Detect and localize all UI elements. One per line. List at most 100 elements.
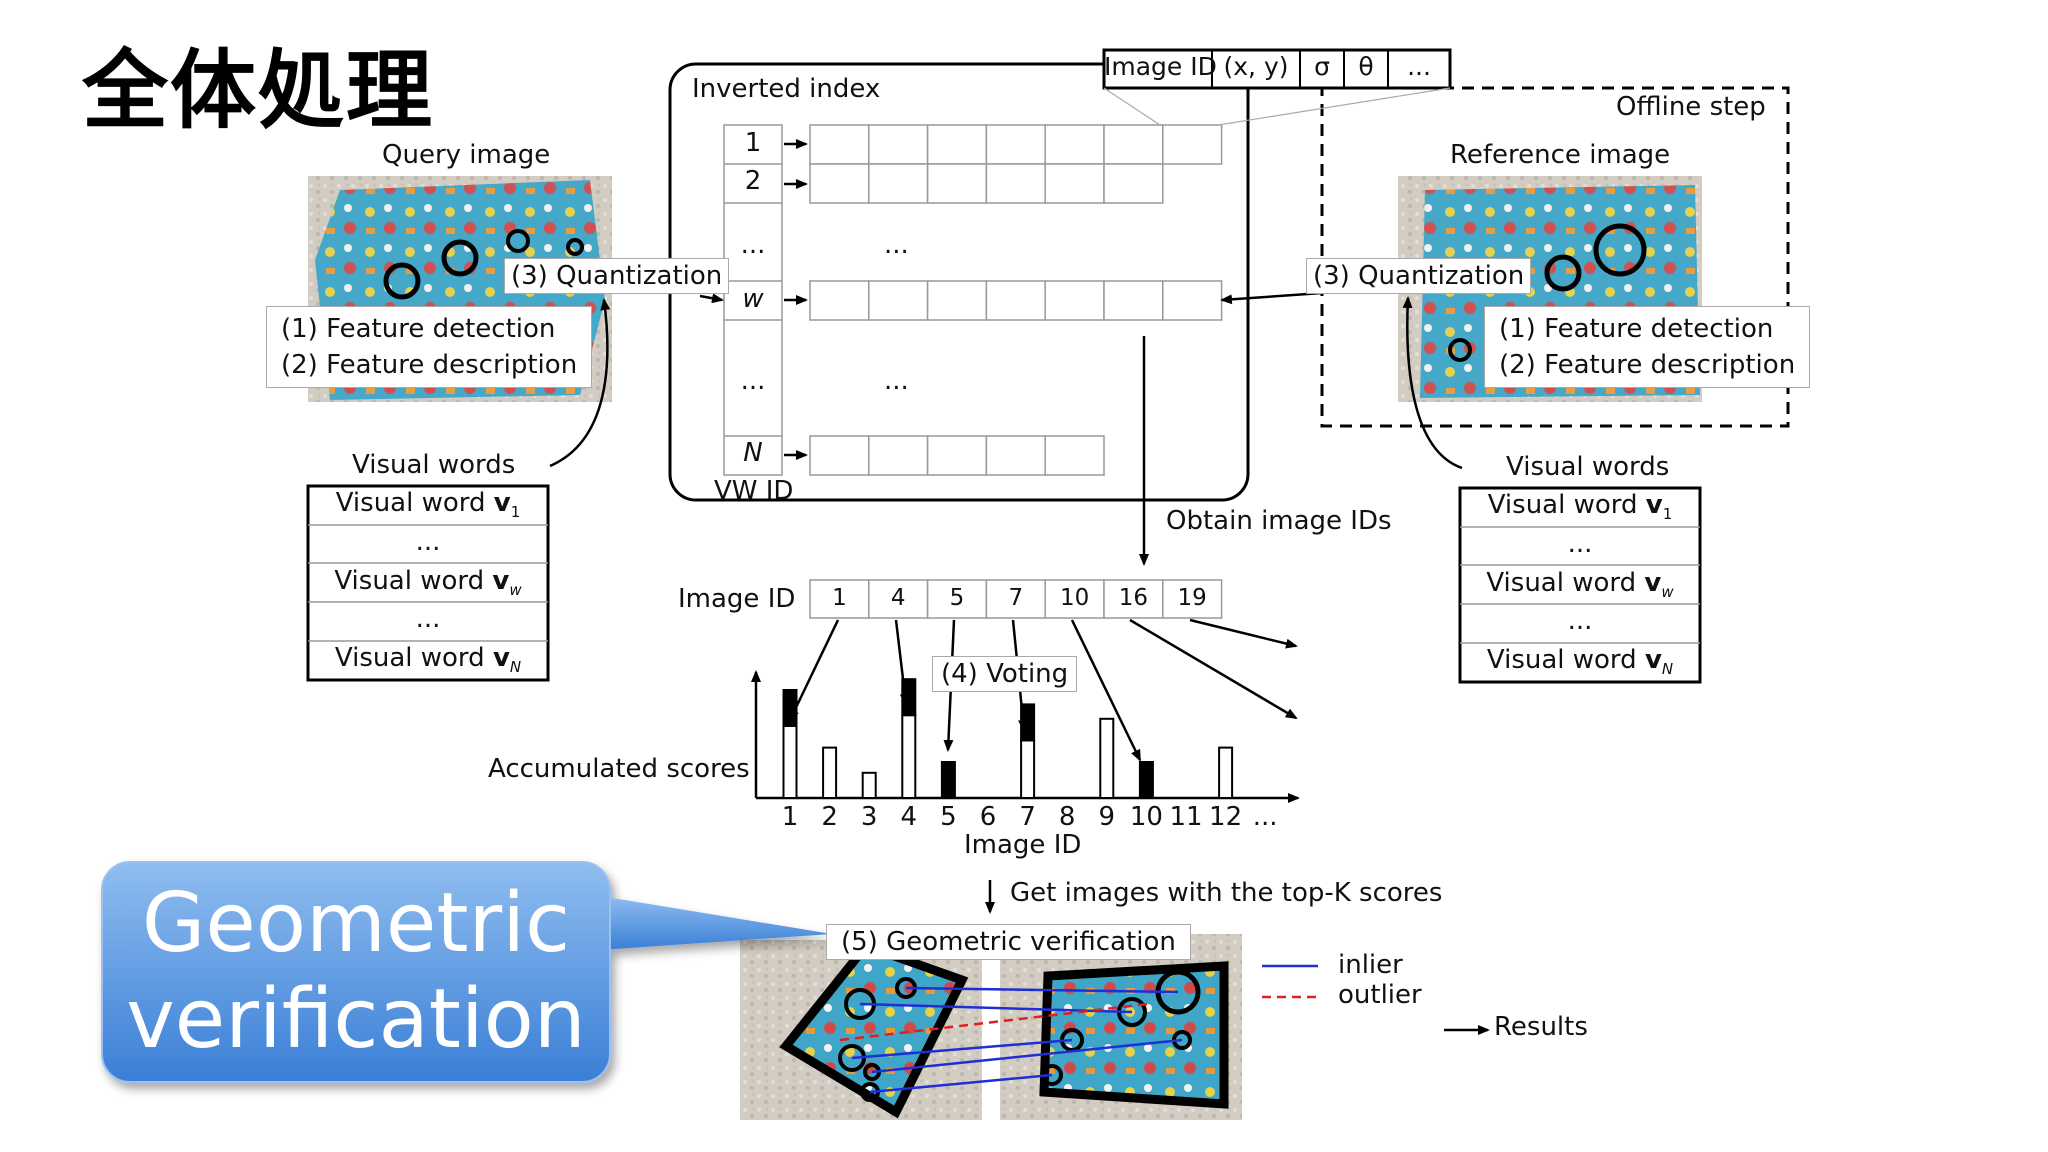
posting-cell: [1103, 124, 1164, 165]
vw-id-label: VW ID: [714, 476, 794, 506]
visual-word-vector: v: [1644, 567, 1662, 598]
image-id-cell: [1162, 579, 1223, 619]
visual-word-text: Visual word: [1487, 490, 1646, 520]
visual-word-index: N: [509, 658, 522, 677]
vote-increment-bar: [940, 761, 956, 799]
legend-outlier-label: outlier: [1338, 980, 1422, 1010]
vw-id-row-label: 2: [744, 166, 762, 196]
inverted-index-title: Inverted index: [692, 74, 881, 104]
posting-cell: [1044, 163, 1105, 204]
visual-word-row: ...: [1460, 529, 1700, 559]
visual-word-text: ...: [415, 526, 441, 557]
entry-field-label: Image ID: [1104, 52, 1217, 81]
inlier-line: [905, 986, 1179, 994]
id-arrows: [788, 618, 1298, 762]
image-id-cell: [809, 579, 870, 619]
reference-quantization-label: (3) Quantization: [1306, 258, 1532, 294]
image-id-value: 19: [1177, 585, 1207, 611]
chart-tick-label: 7: [1019, 802, 1036, 832]
posting-lists: [809, 124, 1223, 476]
offline-step-label: Offline step: [1616, 92, 1766, 122]
image-id-value: 5: [949, 585, 965, 611]
vw-id-row-label: 1: [744, 128, 762, 158]
visual-word-row: Visual word v1: [1460, 490, 1700, 523]
visual-word-text: Visual word: [335, 488, 494, 518]
reference-image-label: Reference image: [1450, 140, 1671, 170]
score-bar: [822, 746, 838, 799]
inlier-line: [871, 1038, 1183, 1074]
list-ellipsis: ...: [884, 366, 909, 396]
reference-visual-words-table: [1458, 486, 1702, 684]
vw-id-row-label: ...: [740, 230, 766, 260]
visual-word-vector: v: [492, 565, 510, 596]
query-image-label: Query image: [382, 140, 551, 170]
chart-tick-label: 3: [860, 802, 878, 832]
visual-word-row: Visual word vN: [308, 643, 548, 676]
visual-word-row: ...: [1460, 606, 1700, 636]
vote-increment-bar: [782, 689, 798, 727]
query-visual-words-table: [306, 484, 550, 682]
visual-word-row: Visual word v1: [308, 488, 548, 521]
visual-word-vector: v: [1644, 645, 1662, 676]
reference-feature-detection: (1) Feature detection: [1499, 314, 1774, 344]
keypoint-circle: [383, 262, 421, 300]
query-feature-detection: (1) Feature detection: [281, 314, 556, 344]
curved-arrow: [549, 298, 611, 468]
visual-word-row: Visual word vN: [1460, 645, 1700, 678]
score-bar: [1020, 739, 1036, 800]
visual-word-text: ...: [415, 604, 441, 635]
callout-line-2: verification: [126, 972, 586, 1067]
posting-cell: [926, 435, 988, 476]
chart-tick-label: 5: [940, 802, 957, 832]
visual-word-index: w: [509, 580, 522, 599]
entry-field-label: ...: [1407, 52, 1431, 81]
chart-tick-label: 6: [979, 802, 997, 832]
vote-increment-bar: [901, 678, 917, 717]
verification-image-right: [1000, 934, 1242, 1120]
geometric-verification-label: (5) Geometric verification: [826, 924, 1191, 960]
legend-inlier-label: inlier: [1338, 950, 1403, 980]
posting-cell: [1044, 124, 1105, 165]
topk-label: Get images with the top-K scores: [1010, 878, 1443, 908]
verification-image-left: [740, 940, 982, 1120]
posting-cell: [868, 124, 929, 165]
arrow: [699, 293, 724, 304]
posting-cell: [868, 163, 929, 204]
chart-tick-label: 8: [1058, 802, 1076, 832]
visual-word-index: N: [1661, 660, 1674, 679]
vw-id-column: [723, 124, 783, 476]
posting-cell: [1162, 280, 1223, 321]
visual-word-text: Visual word: [334, 565, 493, 596]
keypoint-circle: [566, 238, 584, 256]
accumulated-scores-chart: [751, 670, 1300, 803]
results-label: Results: [1494, 1012, 1588, 1042]
posting-cell: [985, 435, 1046, 476]
reference-feature-box: (1) Feature detection (2) Feature descri…: [1484, 306, 1811, 388]
posting-cell: [985, 163, 1046, 204]
posting-cell: [1162, 124, 1223, 165]
reference-visual-words-title: Visual words: [1506, 452, 1670, 482]
posting-cell: [985, 124, 1046, 165]
obtain-image-ids-label: Obtain image IDs: [1166, 506, 1392, 536]
keypoint-circle: [1544, 254, 1582, 292]
image-id-value: 10: [1059, 585, 1090, 611]
visual-word-index: 1: [510, 503, 521, 522]
posting-cell: [1044, 435, 1105, 476]
image-id-cell: [1044, 579, 1105, 619]
visual-word-text: ...: [1567, 606, 1593, 637]
reference-feature-description: (2) Feature description: [1499, 350, 1796, 380]
visual-word-text: Visual word: [1486, 645, 1645, 676]
posting-cell: [926, 280, 988, 321]
match-lines: [839, 986, 1183, 1094]
curved-arrow: [1402, 296, 1463, 470]
visual-word-vector: v: [492, 643, 510, 674]
posting-cell: [1044, 280, 1105, 321]
entry-fields-table: [1102, 48, 1452, 126]
visual-word-vector: v: [1645, 490, 1663, 520]
vote-increment-bar: [1020, 703, 1036, 742]
image-id-value: 7: [1008, 585, 1024, 611]
posting-cell: [868, 435, 929, 476]
score-bar: [861, 771, 877, 799]
